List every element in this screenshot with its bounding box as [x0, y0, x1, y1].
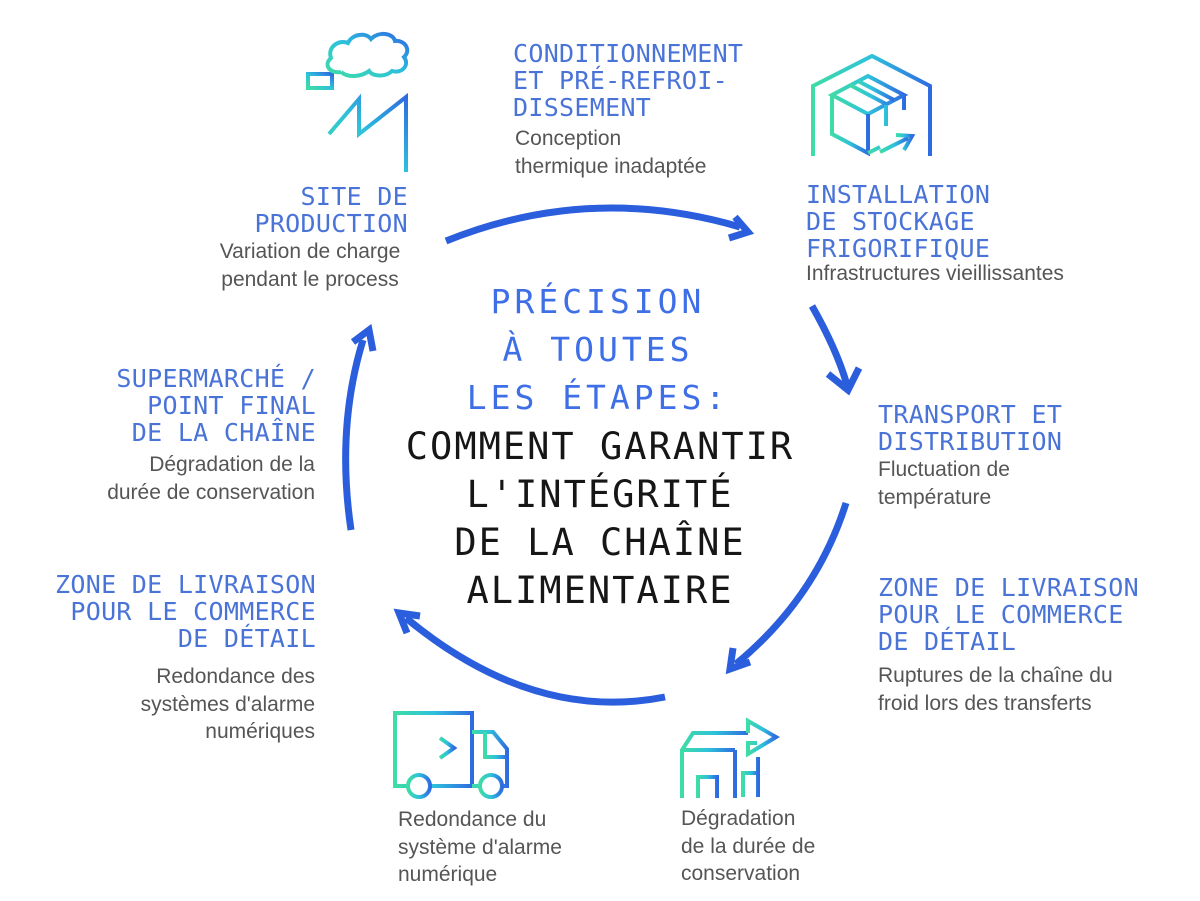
subtitle-line: système d'alarme	[398, 835, 562, 859]
stage-title-site-de-production: SITE DE PRODUCTION	[254, 183, 408, 237]
subtitle-line: thermique inadaptée	[515, 154, 707, 178]
center-blue-line: LES ÉTAPES:	[466, 378, 730, 417]
stage-subtitle-degradation-conservation: Dégradation de la durée de conservation	[681, 805, 815, 888]
subtitle-line: Dégradation de la	[149, 453, 315, 476]
title-line: DISSEMENT	[513, 93, 652, 122]
subtitle-line: Variation de charge	[219, 240, 401, 263]
title-line: ET PRÉ-REFROI-	[513, 66, 728, 95]
factory-icon	[306, 32, 410, 172]
title-line: INSTALLATION	[806, 180, 991, 209]
stage-subtitle-zone-livraison-gauche: Redondance des systèmes d'alarme numériq…	[141, 663, 315, 746]
subtitle-line: de la durée de	[681, 834, 816, 858]
title-line: SUPERMARCHÉ /	[116, 364, 316, 393]
stage-title-installation-stockage: INSTALLATION DE STOCKAGE FRIGORIFIQUE	[806, 181, 990, 262]
stage-subtitle-transport-distribution: Fluctuation de température	[878, 456, 1010, 511]
title-line: CONDITIONNEMENT	[513, 39, 744, 68]
title-line: DE DÉTAIL	[177, 624, 316, 653]
stage-title-transport-distribution: TRANSPORT ET DISTRIBUTION	[878, 401, 1062, 455]
title-line: POUR LE COMMERCE	[70, 597, 316, 626]
subtitle-line: Dégradation	[681, 807, 796, 830]
stage-subtitle-supermarche: Dégradation de la durée de conservation	[107, 451, 315, 506]
subtitle-line: Redondance du	[398, 808, 547, 831]
subtitle-line: conservation	[681, 862, 801, 885]
title-line: DE LA CHAÎNE	[131, 418, 316, 447]
title-line: ZONE DE LIVRAISON	[55, 570, 316, 599]
title-line: SITE DE	[300, 182, 408, 211]
subtitle-line: froid lors des transferts	[878, 691, 1092, 715]
package-box-icon	[811, 53, 932, 157]
title-line: DE STOCKAGE	[806, 207, 975, 236]
subtitle-line: Conception	[515, 127, 622, 150]
stage-title-zone-livraison-gauche: ZONE DE LIVRAISON POUR LE COMMERCE DE DÉ…	[55, 571, 316, 652]
cycle-arrow-top-icon	[444, 204, 755, 245]
stage-title-supermarche: SUPERMARCHÉ / POINT FINAL DE LA CHAÎNE	[116, 365, 316, 446]
stage-subtitle-site-de-production: Variation de charge pendant le process	[212, 238, 408, 293]
title-line: POUR LE COMMERCE	[878, 600, 1124, 629]
center-title-blue: PRÉCISION À TOUTES LES ÉTAPES:	[398, 278, 798, 422]
subtitle-line: Redondance des	[156, 665, 315, 688]
subtitle-line: numérique	[398, 863, 498, 886]
stage-subtitle-conditionnement: Conception thermique inadaptée	[515, 125, 706, 180]
stage-subtitle-zone-livraison-droite: Ruptures de la chaîne du froid lors des …	[878, 662, 1113, 717]
title-line: ZONE DE LIVRAISON	[878, 573, 1139, 602]
title-line: DISTRIBUTION	[878, 427, 1063, 456]
stage-title-conditionnement: CONDITIONNEMENT ET PRÉ-REFROI- DISSEMENT	[513, 40, 743, 121]
title-line: POINT FINAL	[147, 391, 316, 420]
subtitle-line: pendant le process	[221, 267, 399, 291]
center-black-line: DE LA CHAÎNE	[454, 521, 746, 564]
stage-subtitle-installation-stockage: Infrastructures vieillissantes	[806, 260, 1064, 288]
center-blue-line: À TOUTES	[502, 330, 694, 369]
subtitle-line: Fluctuation de	[878, 458, 1010, 481]
stage-title-zone-livraison-droite: ZONE DE LIVRAISON POUR LE COMMERCE DE DÉ…	[878, 574, 1139, 655]
subtitle-line: systèmes d'alarme	[140, 692, 315, 716]
subtitle-line: numériques	[205, 720, 315, 743]
title-line: DE DÉTAIL	[878, 627, 1017, 656]
delivery-truck-icon	[393, 711, 509, 799]
center-blue-line: PRÉCISION	[490, 282, 706, 321]
subtitle-line: Infrastructures vieillissantes	[806, 262, 1064, 285]
title-line: FRIGORIFIQUE	[806, 234, 991, 263]
subtitle-line: température	[878, 485, 992, 509]
cycle-arrow-right-upper-icon	[808, 304, 863, 396]
cycle-arrow-bottom-icon	[393, 608, 666, 706]
subtitle-line: durée de conservation	[107, 480, 315, 504]
title-line: PRODUCTION	[254, 209, 408, 238]
stage-subtitle-redondance-alarme: Redondance du système d'alarme numérique	[398, 806, 562, 889]
title-line: TRANSPORT ET	[878, 400, 1063, 429]
warehouse-exit-arrow-icon	[680, 717, 780, 800]
center-title-black: COMMENT GARANTIR L'INTÉGRITÉ DE LA CHAÎN…	[360, 423, 840, 615]
center-black-line: ALIMENTAIRE	[466, 569, 734, 612]
center-black-line: L'INTÉGRITÉ	[466, 473, 734, 516]
center-black-line: COMMENT GARANTIR	[405, 425, 795, 468]
subtitle-line: Ruptures de la chaîne du	[878, 664, 1113, 687]
